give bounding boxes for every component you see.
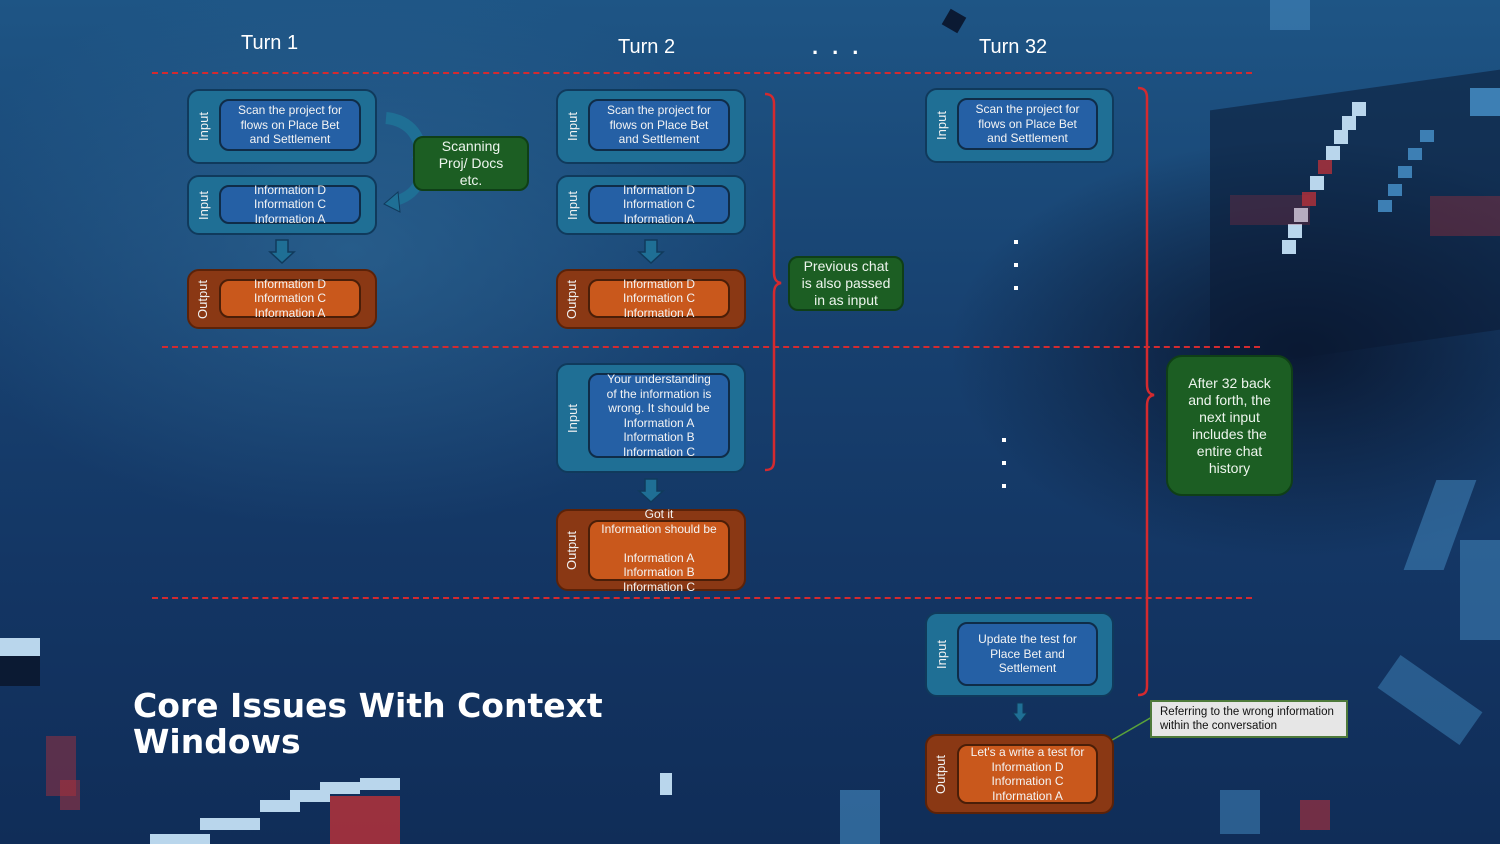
turn1-output-text: Information D Information C Information … <box>253 276 327 320</box>
slide-title: Core Issues With Context Windows <box>133 686 603 761</box>
turn1-output: Output Information D Information C Infor… <box>187 269 377 329</box>
vertical-ellipsis-upper <box>1014 240 1018 309</box>
down-arrow-turn2-b <box>637 478 665 504</box>
turn2-input-info-text: Information D Information C Information … <box>622 182 696 226</box>
turn32-input-final-text: Update the test for Place Bet and Settle… <box>978 632 1077 676</box>
brace-turn32 <box>1137 86 1155 697</box>
turn2-output-ack: Output Got it Information should be Info… <box>556 507 746 594</box>
turn2-output-ack-text: Got it Information should be Information… <box>601 507 717 594</box>
down-arrow-turn1 <box>268 239 296 265</box>
down-arrow-turn32 <box>1011 702 1029 723</box>
down-arrow-turn2-a <box>637 239 665 265</box>
input-label: Input <box>564 190 580 220</box>
separator-middle <box>162 346 1260 348</box>
output-label: Output <box>933 754 949 794</box>
input-label: Input <box>933 640 949 669</box>
turn2-output-first-text: Information D Information C Information … <box>622 276 696 320</box>
turn32-input-scan: Input Scan the project for flows on Plac… <box>925 88 1114 163</box>
turn32-input-scan-text: Scan the project for flows on Place Bet … <box>975 102 1080 146</box>
previous-chat-note: Previous chat is also passed in as input <box>788 256 904 311</box>
input-label: Input <box>564 112 580 141</box>
output-label: Output <box>195 279 211 319</box>
turn32-output-final-text: Let's a write a test for Information D I… <box>970 745 1085 803</box>
brace-turn2 <box>764 92 782 472</box>
wrong-info-callout: Referring to the wrong information withi… <box>1150 700 1348 738</box>
input-label: Input <box>195 190 211 220</box>
turn-2-label: Turn 2 <box>618 36 676 58</box>
turn32-output-final: Output Let's a write a test for Informat… <box>925 734 1114 814</box>
separator-bottom <box>152 597 1252 599</box>
history-note: After 32 back and forth, the next input … <box>1166 355 1293 496</box>
separator-top <box>152 72 1252 74</box>
vertical-ellipsis-lower <box>1002 438 1006 507</box>
turn1-input-info-text: Information D Information C Information … <box>253 182 327 226</box>
input-label: Input <box>564 403 580 433</box>
input-label: Input <box>195 112 211 141</box>
turn2-input-info: Input Information D Information C Inform… <box>556 175 746 235</box>
turn2-input-scan: Input Scan the project for flows on Plac… <box>556 89 746 164</box>
turn2-input-correction: Input Your understanding of the informat… <box>556 363 746 473</box>
output-label: Output <box>564 530 580 570</box>
turn2-input-correction-text: Your understanding of the information is… <box>606 372 712 459</box>
turn1-input-scan-text: Scan the project for flows on Place Bet … <box>237 103 343 147</box>
turn32-input-final: Input Update the test for Place Bet and … <box>925 612 1114 697</box>
turn2-output-first: Output Information D Information C Infor… <box>556 269 746 329</box>
input-label: Input <box>933 111 949 140</box>
turn1-input-info: Input Information D Information C Inform… <box>187 175 377 235</box>
turn1-input-scan: Input Scan the project for flows on Plac… <box>187 89 377 164</box>
scanning-arrow-head <box>383 190 401 213</box>
turn-1-label: Turn 1 <box>241 32 299 54</box>
turn-32-label: Turn 32 <box>979 36 1048 58</box>
turn2-input-scan-text: Scan the project for flows on Place Bet … <box>606 103 712 147</box>
turns-ellipsis: ... <box>812 34 873 59</box>
output-label: Output <box>564 279 580 319</box>
scanning-note: Scanning Proj/ Docs etc. <box>413 136 529 191</box>
